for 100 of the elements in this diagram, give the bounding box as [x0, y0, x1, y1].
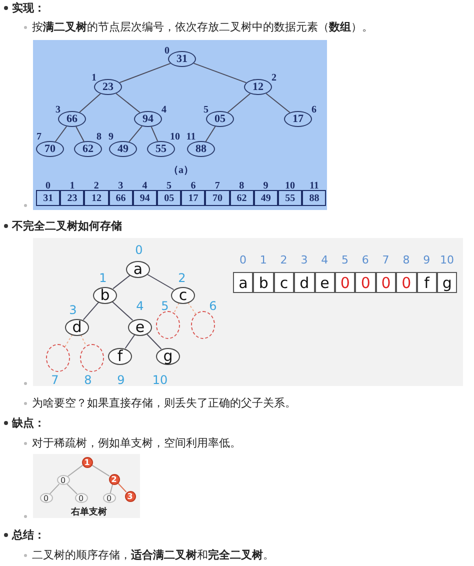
- connector-line: [80, 334, 87, 346]
- index-number: 6: [190, 180, 196, 192]
- index-number: 1: [70, 180, 75, 192]
- array-cell: f: [416, 272, 437, 293]
- paragraph-text: 按满二叉树的节点层次编号，依次存放二叉树中的数据元素（数组）。: [32, 20, 373, 34]
- heading-text: 实现：: [12, 0, 45, 16]
- index-number: 11: [186, 132, 196, 142]
- index-number: 7: [51, 373, 59, 387]
- array-cell: 0: [376, 272, 396, 293]
- array-cell: 94: [132, 190, 157, 206]
- index-number: 3: [69, 303, 77, 317]
- index-number: 6: [312, 104, 316, 116]
- array-cell: 70: [205, 190, 230, 206]
- index-number: 0: [46, 180, 50, 192]
- connector-line: [112, 301, 134, 321]
- heading-text: 不完全二叉树如何存储: [12, 218, 122, 234]
- index-number: 7: [214, 180, 220, 192]
- connector-line: [82, 302, 100, 320]
- index-number: 4: [136, 299, 144, 313]
- index-number: 6: [362, 254, 369, 266]
- index-number: 10: [285, 180, 295, 192]
- index-number: 2: [94, 180, 99, 192]
- connector-line: [124, 334, 136, 349]
- connector-line: [49, 484, 60, 494]
- array-cell: 49: [254, 190, 278, 206]
- connector-line: [76, 126, 84, 142]
- connector-line: [64, 334, 73, 348]
- array-cell: b: [253, 272, 274, 293]
- index-number: 8: [84, 373, 92, 387]
- array-cell: 05: [157, 190, 182, 206]
- index-number: 0: [135, 243, 143, 257]
- index-number: 7: [36, 132, 42, 142]
- array-cell: 62: [230, 190, 254, 206]
- connector-line: [110, 484, 114, 494]
- connector-line: [112, 274, 130, 290]
- array-cell: 17: [181, 190, 206, 206]
- connector-line: [174, 302, 180, 314]
- index-number: 5: [204, 104, 208, 116]
- index-number: 3: [56, 104, 60, 116]
- index-number: 11: [309, 180, 319, 192]
- array-cell: g: [437, 272, 458, 293]
- index-number: 8: [239, 180, 244, 192]
- paragraph-text: 为啥要空？如果直接存储，则丢失了正确的父子关系。: [32, 396, 296, 410]
- array-cell: d: [294, 272, 315, 293]
- index-number: 0: [164, 46, 170, 56]
- connector-line: [193, 62, 247, 84]
- connector-line: [91, 464, 110, 477]
- empty-node-circle: [191, 311, 215, 339]
- index-number: 3: [300, 254, 308, 266]
- connector-line: [79, 93, 101, 113]
- heading-text: 缺点：: [12, 416, 45, 430]
- array-cell: 0: [335, 272, 356, 293]
- index-number: 2: [272, 72, 276, 84]
- index-number: 5: [161, 299, 169, 313]
- index-number: 9: [117, 373, 125, 387]
- empty-node-circle: [80, 344, 104, 372]
- empty-node-circle: [156, 311, 180, 339]
- index-number: 1: [99, 271, 107, 285]
- array-cell: 23: [60, 190, 84, 206]
- array-cell: c: [274, 272, 294, 293]
- array-cell: 88: [302, 190, 326, 206]
- caption-text: 右单支树: [71, 506, 107, 518]
- array-cell: 31: [36, 190, 60, 206]
- array-cell: 12: [84, 190, 109, 206]
- connector-line: [266, 93, 290, 113]
- empty-node-circle: [46, 344, 70, 372]
- array-cell: e: [314, 272, 335, 293]
- index-number: 8: [96, 132, 102, 142]
- index-number: 4: [321, 254, 328, 266]
- index-number: 7: [382, 254, 390, 266]
- index-number: 9: [108, 132, 114, 142]
- index-number: 3: [118, 180, 124, 192]
- connector-line: [54, 126, 68, 142]
- index-number: 2: [280, 254, 288, 266]
- connector-line: [117, 482, 127, 492]
- index-number: 5: [166, 180, 172, 192]
- index-number: 1: [92, 72, 96, 84]
- index-number: 10: [152, 373, 168, 387]
- connector-line: [227, 93, 251, 113]
- paragraph-text: 二叉树的顺序存储，适合满二叉树和完全二叉树。: [32, 548, 274, 562]
- index-number: 9: [423, 254, 430, 266]
- heading-text: 总结：: [12, 528, 45, 542]
- connector-line: [128, 126, 142, 142]
- index-number: 0: [240, 254, 246, 266]
- index-number: 10: [170, 132, 180, 142]
- connector-line: [150, 126, 158, 142]
- connector-line: [119, 62, 171, 84]
- array-cell: 0: [355, 272, 376, 293]
- array-cell: 55: [278, 190, 302, 206]
- connector-line: [146, 334, 162, 350]
- index-number: 2: [178, 271, 186, 285]
- connector-line: [146, 274, 174, 290]
- index-number: 6: [209, 299, 217, 313]
- connector-line: [205, 126, 216, 142]
- index-number: 8: [402, 254, 410, 266]
- connector-line: [188, 302, 196, 314]
- paragraph-text: 对于稀疏树，例如单支树，空间利用率低。: [32, 436, 241, 450]
- index-number: 9: [263, 180, 268, 192]
- index-number: 10: [440, 254, 454, 266]
- connector-line: [66, 483, 78, 495]
